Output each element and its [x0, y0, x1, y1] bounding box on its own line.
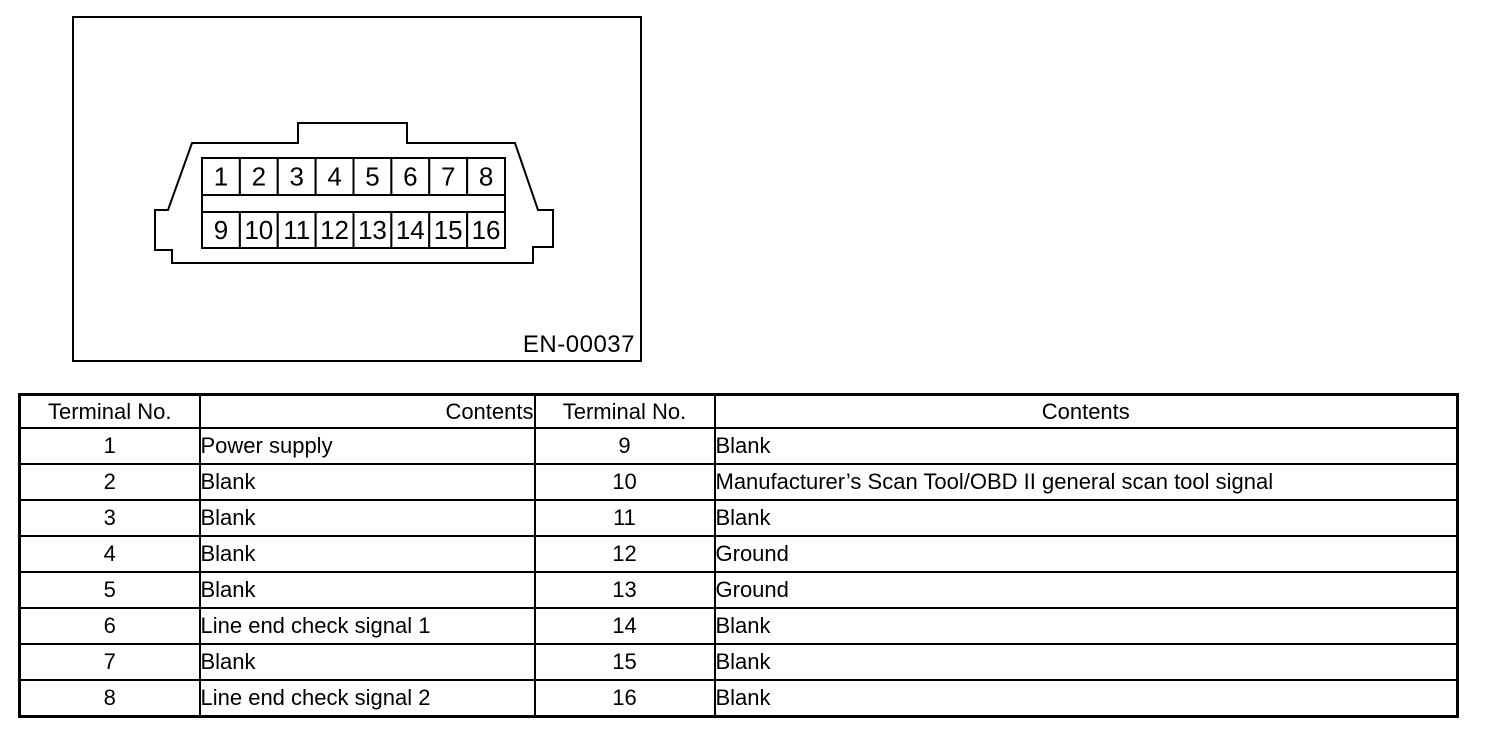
col-header-contents-left: Contents — [198, 393, 536, 429]
contents-cell-right: Blank — [713, 499, 1459, 537]
contents-cell-left: Line end check signal 2 — [198, 679, 536, 718]
pin-label: 9 — [214, 215, 228, 245]
terminal-no-cell-left: 2 — [18, 463, 201, 501]
pin-label: 10 — [244, 215, 273, 245]
pin-label: 7 — [441, 162, 455, 192]
pin-cell — [466, 211, 506, 249]
table-row: 2 Blank 10 Manufacturer’s Scan Tool/OBD … — [18, 463, 1459, 501]
contents-cell-left: Blank — [198, 535, 536, 573]
terminal-no-cell-left: 7 — [18, 643, 201, 681]
terminal-no-cell-right: 10 — [533, 463, 716, 501]
pin-cell — [314, 211, 355, 249]
pin-label: 12 — [320, 215, 349, 245]
pin-cell — [238, 157, 279, 196]
pin-cell — [466, 157, 506, 196]
terminal-no-cell-left: 3 — [18, 499, 201, 537]
pin-cell — [352, 157, 393, 196]
terminal-no-cell-left: 6 — [18, 607, 201, 645]
contents-cell-left: Power supply — [198, 427, 536, 465]
terminal-no-cell-left: 1 — [18, 427, 201, 465]
pinout-table: Terminal No. Contents Terminal No. Conte… — [18, 393, 1459, 718]
contents-cell-left: Blank — [198, 499, 536, 537]
terminal-no-cell-right: 13 — [533, 571, 716, 609]
terminal-no-cell-left: 8 — [18, 679, 201, 718]
pin-label: 3 — [289, 162, 303, 192]
table-row: 8 Line end check signal 2 16 Blank — [18, 679, 1459, 718]
col-header-terminal-no-right: Terminal No. — [533, 393, 716, 429]
table-row: 7 Blank 15 Blank — [18, 643, 1459, 681]
pin-cell — [390, 157, 431, 196]
terminal-no-cell-right: 14 — [533, 607, 716, 645]
table-row: 6 Line end check signal 1 14 Blank — [18, 607, 1459, 645]
terminal-no-cell-right: 9 — [533, 427, 716, 465]
pin-cell — [314, 157, 355, 196]
terminal-no-cell-right: 11 — [533, 499, 716, 537]
col-header-terminal-no-left: Terminal No. — [18, 393, 201, 429]
table-row: 4 Blank 12 Ground — [18, 535, 1459, 573]
terminal-no-cell-left: 5 — [18, 571, 201, 609]
pin-label: 11 — [283, 215, 310, 245]
pin-row-divider-strip — [201, 194, 506, 213]
pin-cell — [390, 211, 431, 249]
contents-cell-left: Blank — [198, 643, 536, 681]
header-row: Terminal No. Contents Terminal No. Conte… — [18, 393, 1459, 429]
contents-cell-right: Ground — [713, 535, 1459, 573]
contents-cell-right: Blank — [713, 679, 1459, 718]
terminal-no-cell-right: 16 — [533, 679, 716, 718]
pin-label: 4 — [327, 162, 341, 192]
pin-label: 2 — [252, 162, 266, 192]
terminal-no-cell-right: 15 — [533, 643, 716, 681]
pin-label: 1 — [214, 162, 228, 192]
pin-label: 15 — [434, 215, 463, 245]
terminal-no-cell-left: 4 — [18, 535, 201, 573]
contents-cell-left: Blank — [198, 571, 536, 609]
contents-cell-right: Blank — [713, 427, 1459, 465]
contents-cell-right: Manufacturer’s Scan Tool/OBD II general … — [713, 463, 1459, 501]
contents-cell-left: Blank — [198, 463, 536, 501]
pin-label: 5 — [365, 162, 379, 192]
table-row: 1 Power supply 9 Blank — [18, 427, 1459, 465]
pin-cell — [428, 211, 469, 249]
pin-cell — [428, 157, 469, 196]
col-header-contents-right: Contents — [713, 393, 1459, 429]
contents-cell-right: Blank — [713, 643, 1459, 681]
terminal-no-cell-right: 12 — [533, 535, 716, 573]
table-row: 3 Blank 11 Blank — [18, 499, 1459, 537]
pin-label: 14 — [396, 215, 425, 245]
contents-cell-right: Ground — [713, 571, 1459, 609]
figure-code-label: EN-00037 — [522, 331, 635, 358]
contents-cell-right: Blank — [713, 607, 1459, 645]
contents-cell-left: Line end check signal 1 — [198, 607, 536, 645]
pin-label: 6 — [403, 162, 417, 192]
pin-label: 16 — [472, 215, 501, 245]
pin-label: 13 — [358, 215, 387, 245]
table-row: 5 Blank 13 Ground — [18, 571, 1459, 609]
pin-label: 8 — [479, 162, 493, 192]
